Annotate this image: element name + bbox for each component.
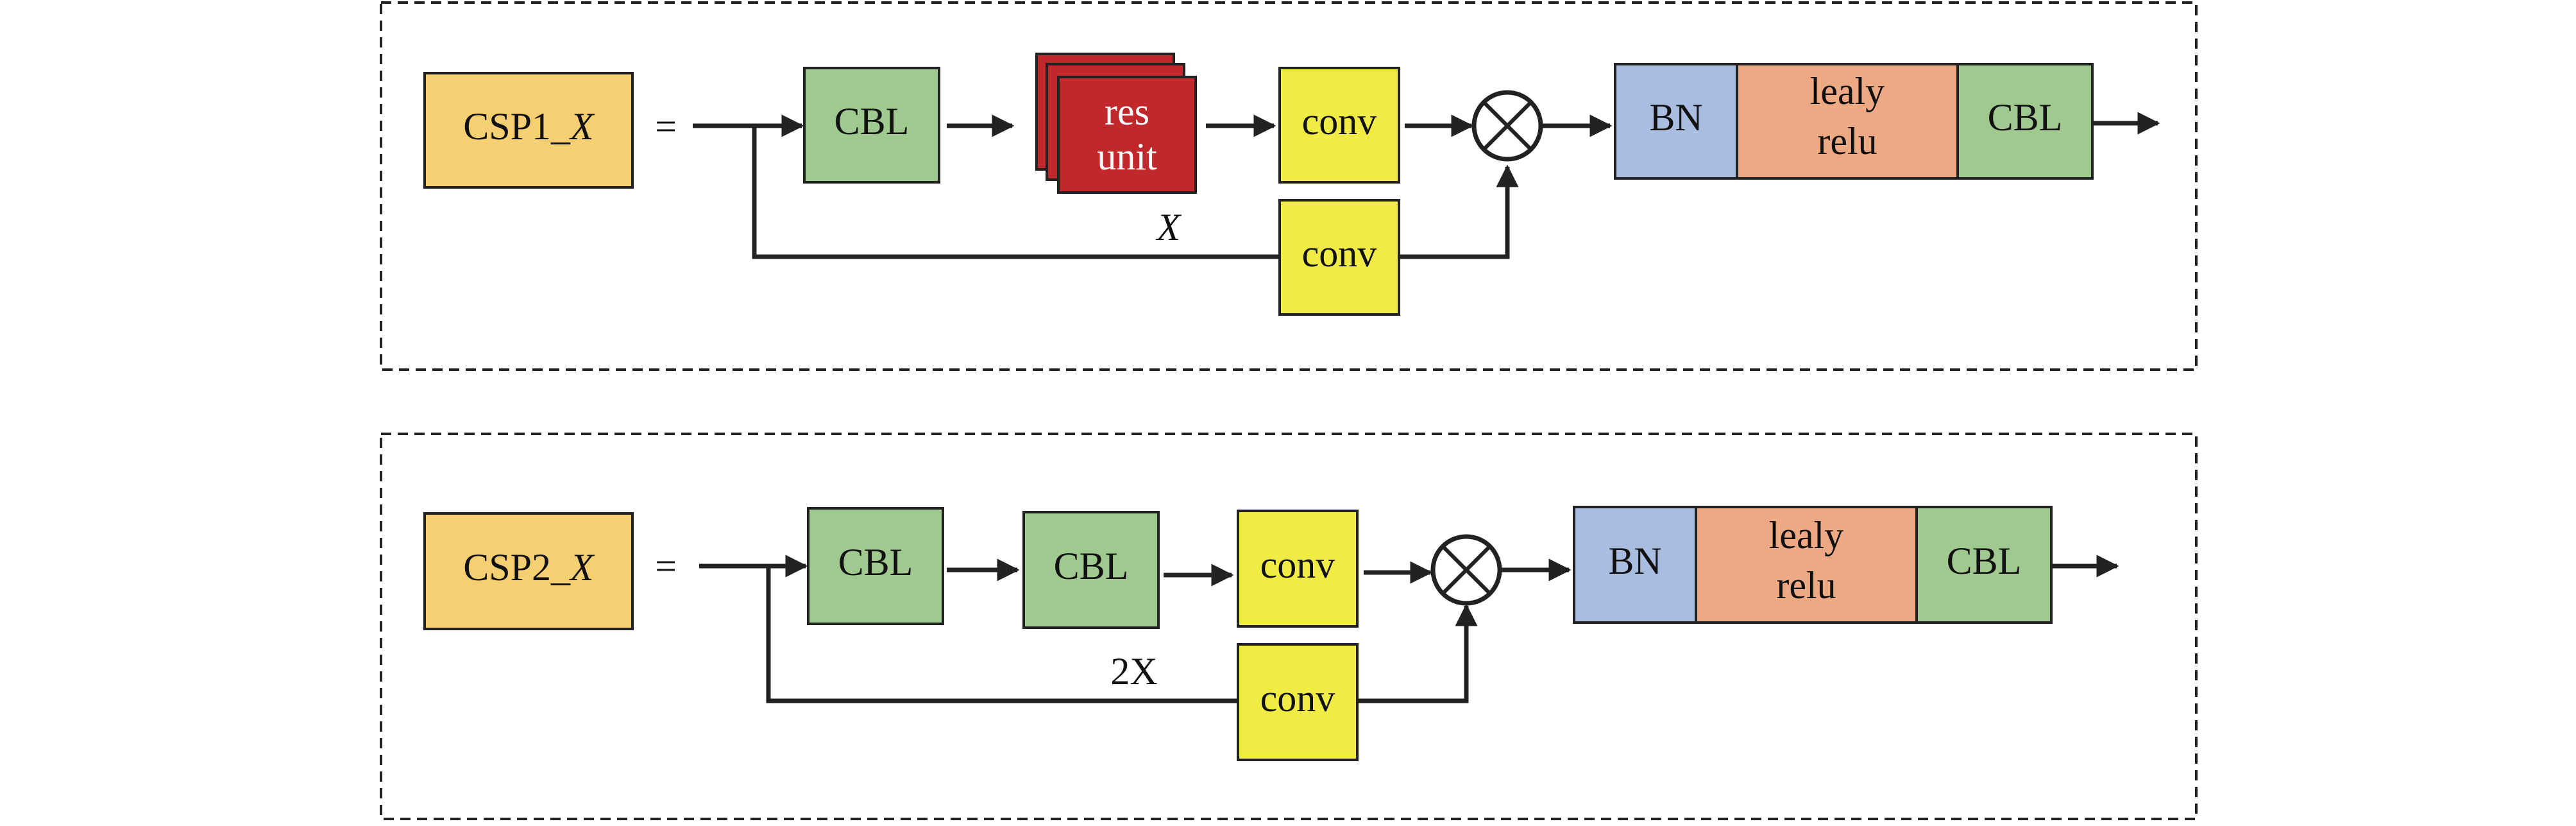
cbl-a-block-2: CBL [807, 507, 944, 625]
cbl-a-label: CBL [838, 541, 913, 583]
cbl-b-label: CBL [1054, 545, 1129, 587]
csp1-box [423, 72, 634, 189]
csp2-block: CSP2_X [423, 512, 634, 630]
csp2-box [423, 512, 634, 630]
bn-block-2: BN [1573, 506, 1697, 624]
conv-branch-label: conv [1302, 232, 1377, 275]
bn-box [1614, 63, 1738, 180]
leaky-relu-block-1: lealy relu [1736, 63, 1959, 180]
edge-branch-to-multiply [1399, 164, 1519, 259]
conv-main-box [1278, 67, 1400, 184]
cbl-out-label: CBL [1947, 540, 2022, 582]
panel-csp1: CSP1_X = CBL res unit X conv [380, 1, 2198, 371]
cbl-out-block-2: CBL [1915, 506, 2053, 624]
csp1-block: CSP1_X [423, 72, 634, 189]
cbl-b-box [1022, 511, 1160, 629]
edge-branch-to-multiply [1357, 603, 1478, 703]
cbl-out-box [1915, 506, 2053, 624]
cbl-b-block-2: CBL [1022, 511, 1160, 629]
circle-times-icon [1471, 90, 1543, 162]
leaky-relu-line1: lealy [1769, 514, 1844, 556]
equals-sign: = [655, 105, 677, 148]
conv-branch-box [1237, 643, 1359, 761]
cbl-box [803, 67, 940, 184]
csp1-label: CSP1_X [463, 105, 595, 148]
conv-branch-block-2: conv [1237, 643, 1359, 761]
conv-main-label: conv [1260, 544, 1335, 586]
res-unit-stack: res unit [1035, 53, 1197, 194]
conv-branch-box [1278, 199, 1400, 316]
bn-label: BN [1608, 540, 1661, 582]
conv-main-block-1: conv [1278, 67, 1400, 184]
conv-main-box [1237, 510, 1359, 628]
repeat-count-label: 2X [1110, 650, 1157, 693]
leaky-relu-line1: lealy [1810, 70, 1885, 112]
bn-label: BN [1649, 96, 1702, 139]
leaky-relu-line2: relu [1817, 120, 1877, 162]
panel-2-frame [380, 433, 2198, 820]
leaky-relu-box [1695, 506, 1918, 624]
equals-sign: = [655, 545, 677, 587]
leaky-relu-block-2: lealy relu [1695, 506, 1918, 624]
conv-branch-label: conv [1260, 677, 1335, 719]
res-unit-line1: res [1105, 90, 1149, 133]
cbl-out-label: CBL [1988, 96, 2063, 139]
edge-branch-down [752, 126, 1280, 259]
cbl-label: CBL [835, 100, 910, 142]
res-unit-front [1057, 76, 1197, 194]
panel-1-frame [380, 1, 2198, 371]
conv-main-block-2: conv [1237, 510, 1359, 628]
cbl-out-box [1956, 63, 2094, 180]
leaky-relu-line2: relu [1776, 564, 1836, 607]
circle-times-icon [1430, 534, 1502, 606]
csp2-label: CSP2_X [463, 546, 595, 589]
bn-block-1: BN [1614, 63, 1738, 180]
cbl-a-box [807, 507, 944, 625]
conv-main-label: conv [1302, 100, 1377, 142]
cbl-block-1: CBL [803, 67, 940, 184]
res-unit-line2: unit [1097, 135, 1157, 178]
repeat-count-label: X [1156, 206, 1182, 248]
conv-branch-block-1: conv [1278, 199, 1400, 316]
cbl-out-block-1: CBL [1956, 63, 2094, 180]
panel-csp2: CSP2_X = CBL CBL conv 2X conv [380, 433, 2198, 820]
edge-branch-down [766, 566, 1238, 703]
leaky-relu-box [1736, 63, 1959, 180]
